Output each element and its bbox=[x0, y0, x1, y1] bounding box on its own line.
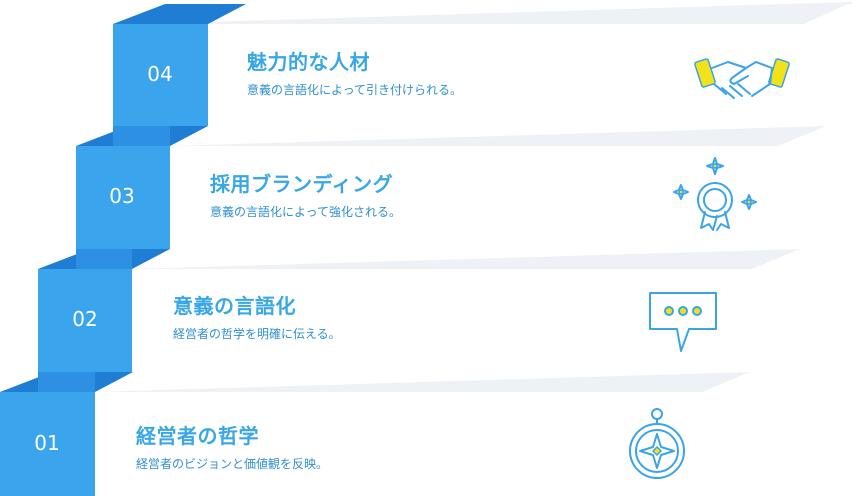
step-4-plate-top-face bbox=[208, 2, 852, 24]
step-1-block bbox=[0, 392, 95, 496]
step-number: 04 bbox=[147, 62, 173, 86]
step-2-plate bbox=[132, 269, 752, 372]
step-title: 魅力的な人材 bbox=[247, 50, 370, 74]
award-badge-icon bbox=[673, 157, 757, 231]
step-number: 03 bbox=[109, 184, 135, 208]
step-title: 採用ブランディング bbox=[210, 172, 394, 196]
speech-bubble-icon bbox=[649, 292, 717, 352]
step-number: 01 bbox=[34, 431, 60, 455]
step-content: 採用ブランディング 意義の言語化によって強化される。 bbox=[210, 172, 401, 220]
step-content: 経営者の哲学 経営者のビジョンと価値観を反映。 bbox=[136, 424, 328, 472]
step-description: 意義の言語化によって強化される。 bbox=[210, 205, 402, 219]
step-content: 意義の言語化 経営者の哲学を明確に伝える。 bbox=[173, 294, 341, 342]
step-1-plate bbox=[95, 392, 702, 496]
step-3-plate bbox=[170, 146, 778, 249]
step-content: 魅力的な人材 意義の言語化によって引き付けられる。 bbox=[247, 50, 462, 98]
step-2-block-riser bbox=[76, 249, 132, 269]
compass-icon bbox=[629, 408, 685, 479]
step-4-block bbox=[113, 24, 208, 126]
step-1-block-riser bbox=[38, 372, 95, 392]
step-2-block bbox=[38, 269, 132, 372]
step-2-plate-top bbox=[132, 249, 800, 269]
step-3-plate-top bbox=[170, 126, 826, 146]
step-description: 経営者のビジョンと価値観を反映。 bbox=[136, 457, 329, 471]
step-description: 意義の言語化によって引き付けられる。 bbox=[247, 83, 463, 97]
step-number: 02 bbox=[72, 307, 98, 331]
step-3-block-riser bbox=[113, 126, 170, 146]
step-title: 経営者の哲学 bbox=[136, 424, 259, 448]
step-description: 経営者の哲学を明確に伝える。 bbox=[173, 327, 341, 341]
handshake-icon bbox=[694, 58, 790, 99]
step-3-block bbox=[76, 146, 170, 249]
step-title: 意義の言語化 bbox=[173, 294, 296, 318]
step-4-block-top bbox=[113, 4, 246, 24]
step-1-plate-top bbox=[95, 372, 750, 392]
